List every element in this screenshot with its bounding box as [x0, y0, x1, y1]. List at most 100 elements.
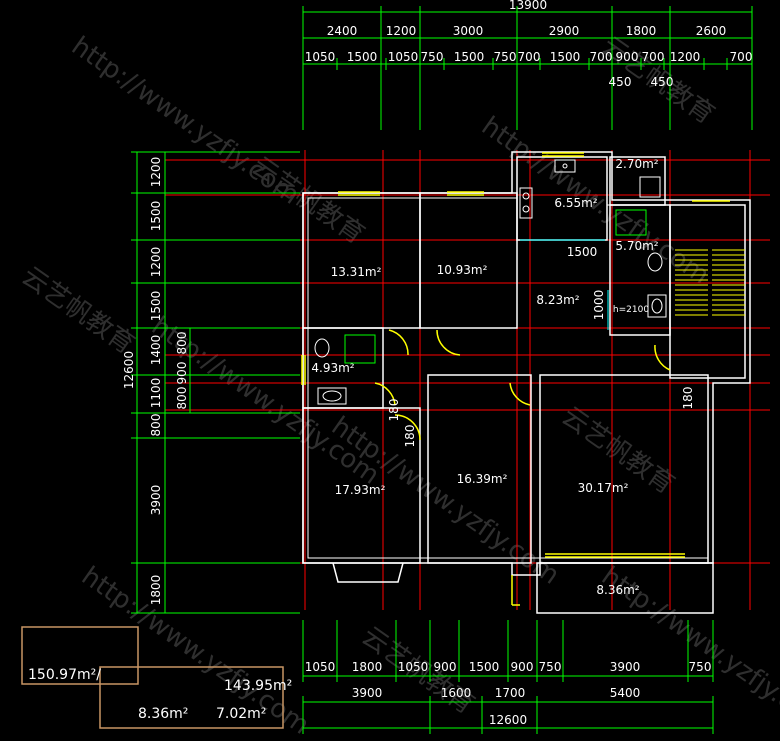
bottom-dim-row2-label: 1700: [495, 686, 526, 700]
bedroom-b-wall: [419, 192, 518, 329]
top-dim-row1-label: 3000: [453, 24, 484, 38]
dimension-labels: 13900 2400 1200 3000 2900 1800 2600 1050 1500 105…: [122, 0, 752, 727]
room-area-label: 8.23m²: [536, 293, 579, 307]
bottom-dim-row1-label: 1800: [352, 660, 383, 674]
top-dim-row2-label: 1500: [550, 50, 581, 64]
stove-icon: [519, 187, 533, 219]
fixtures: [314, 159, 667, 405]
top-dim-row2-label: 1050: [305, 50, 336, 64]
left-dim-row2-label: 800: [175, 387, 189, 410]
room-area-label: 17.93m²: [335, 483, 386, 497]
room-area-label: 2.70m²: [615, 157, 658, 171]
bedroom-c-wall: [302, 407, 421, 564]
basin-bowl-icon: [651, 298, 663, 314]
top-dim-row2-label: 700: [730, 50, 753, 64]
left-dim-row1-label: 1500: [149, 201, 163, 232]
bottom-dim-row1-label: 1050: [305, 660, 336, 674]
summary-box-b: [99, 666, 284, 729]
washing-machine-icon: [639, 176, 661, 198]
left-dim-row1-label: 800: [149, 414, 163, 437]
kitchen-sink-icon: [554, 159, 576, 173]
room-area-label: 10.93m²: [437, 263, 488, 277]
door-swing: [509, 382, 531, 406]
top-dim-row2-label: 1500: [454, 50, 485, 64]
shower-icon: [615, 209, 647, 236]
top-dim-row2-label: 900: [616, 50, 639, 64]
summary-total-right: 143.95m²: [224, 678, 292, 694]
top-dim-row1-label: 1200: [386, 24, 417, 38]
top-dim-row2-label: 700: [642, 50, 665, 64]
top-dim-extra-label: 450: [609, 75, 632, 89]
summary-sub-a: 8.36m²: [138, 706, 188, 722]
bottom-dim-row2-label: 1600: [441, 686, 472, 700]
walls: [302, 151, 751, 614]
top-dim-extra-label: 450: [651, 75, 674, 89]
toilet-icon: [314, 338, 330, 358]
room-area-label: 4.93m²: [311, 361, 354, 375]
area-summary: 150.97m²/ 143.95m² 8.36m² 7.02m²: [21, 626, 292, 729]
top-dim-overall-label: 13900: [509, 0, 547, 12]
sink-drain-icon: [562, 163, 568, 169]
shower-icon: [344, 334, 376, 364]
left-dim-row2-label: 900: [175, 362, 189, 385]
top-dim-row2-label: 700: [518, 50, 541, 64]
staircase: [675, 249, 745, 316]
left-dim-row2-label: 800: [175, 332, 189, 355]
top-dim-row1-label: 2400: [327, 24, 358, 38]
note-label: h=2100: [613, 305, 649, 315]
bottom-dim-row1-label: 900: [434, 660, 457, 674]
note-label: 180: [681, 387, 695, 410]
room-area-label: 8.36m²: [596, 583, 639, 597]
burner-icon: [522, 205, 530, 213]
top-dim-row2-label: 1050: [388, 50, 419, 64]
bottom-dim-row1-label: 3900: [610, 660, 641, 674]
room-area-label: 16.39m²: [457, 472, 508, 486]
door-swing: [388, 329, 409, 356]
top-dim-row1-label: 2600: [696, 24, 727, 38]
room-area-label: 30.17m²: [578, 481, 629, 495]
bottom-dim-row1-label: 750: [689, 660, 712, 674]
top-dim-row2-label: 750: [421, 50, 444, 64]
burner-icon: [522, 192, 530, 200]
balcony-wall: [536, 562, 714, 614]
left-dim-row1-label: 1400: [149, 335, 163, 366]
room-area-label: 13.31m²: [331, 265, 382, 279]
door-swing: [394, 414, 421, 441]
left-dim-row1-label: 1100: [149, 378, 163, 409]
top-dim-row2-label: 750: [494, 50, 517, 64]
top-dim-row2-label: 1200: [670, 50, 701, 64]
cyan-marks: [520, 239, 609, 330]
bedroom-d-wall: [427, 374, 532, 564]
bottom-dim-overall-label: 12600: [489, 713, 527, 727]
outer-wall: [302, 151, 751, 576]
toilet-icon: [647, 252, 663, 272]
bottom-dim-row1-label: 900: [511, 660, 534, 674]
top-dim-row2-label: 1500: [347, 50, 378, 64]
note-label: 180: [387, 399, 401, 422]
left-dim-overall-label: 12600: [122, 351, 136, 389]
basin-bowl-icon: [322, 390, 342, 402]
basin-icon: [647, 294, 667, 318]
left-dim-row1-label: 1200: [149, 247, 163, 278]
note-label: 1000: [592, 290, 606, 321]
left-dim-row1-label: 3900: [149, 485, 163, 516]
bay-window: [332, 562, 404, 583]
top-dim-row1-label: 2900: [549, 24, 580, 38]
note-label: 1500: [567, 245, 598, 259]
summary-box-a: [21, 626, 139, 685]
room-area-label: 5.70m²: [615, 239, 658, 253]
dimension-lines: [131, 6, 753, 734]
windows-doors: [301, 152, 730, 606]
left-dim-row1-label: 1500: [149, 291, 163, 322]
door-swing: [374, 382, 396, 406]
bottom-dim-row1-label: 750: [539, 660, 562, 674]
door-swing: [436, 329, 461, 356]
door-swing: [654, 344, 671, 371]
basin-icon: [317, 387, 347, 405]
bottom-dim-row1-label: 1500: [469, 660, 500, 674]
left-dim-row1-label: 1800: [149, 575, 163, 606]
left-dim-row1-label: 1200: [149, 157, 163, 188]
